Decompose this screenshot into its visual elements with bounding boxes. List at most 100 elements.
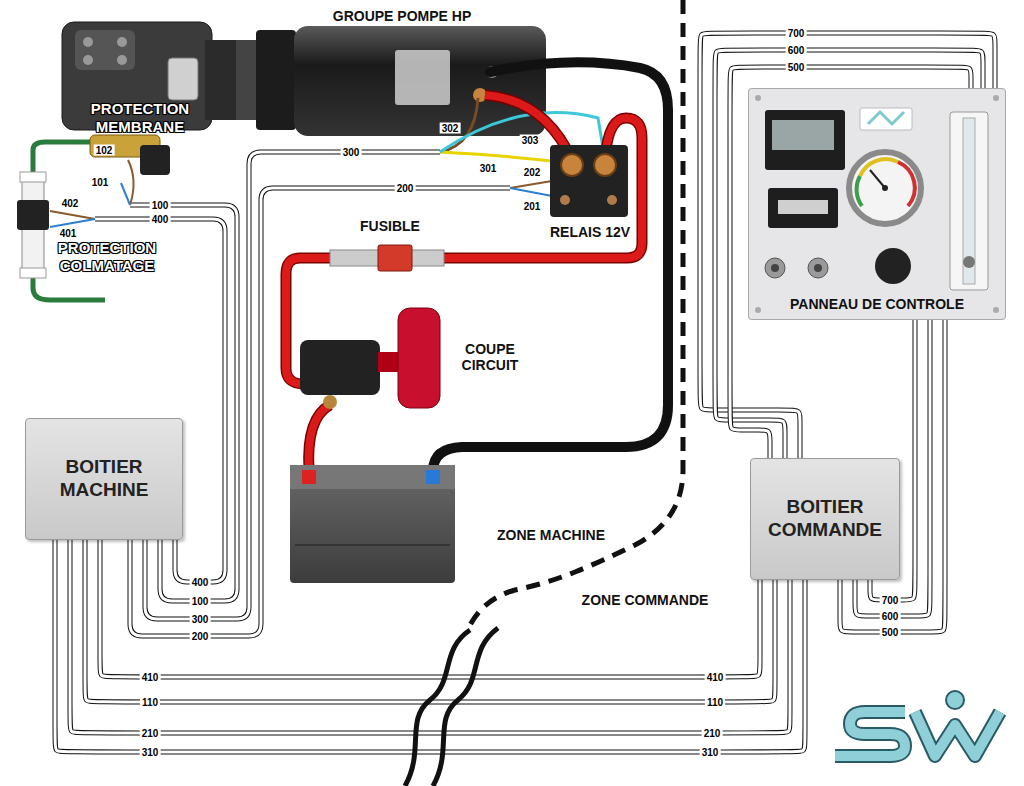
control-panel-face (857, 176, 862, 206)
control-panel-face (772, 120, 834, 150)
control-panel-face (993, 307, 999, 313)
relay-symbol (550, 145, 628, 217)
control-panel-face (755, 307, 761, 313)
wire-number: 700 (786, 28, 807, 39)
positive-cable (309, 405, 330, 470)
cable-outline (55, 540, 805, 752)
signal-wire (440, 152, 560, 162)
cable-connector (70, 540, 790, 733)
cable-core (70, 540, 790, 733)
node-label: PANNEAU DE CONTROLE (790, 296, 964, 313)
pump-head (205, 40, 240, 120)
part-label: ZONE COMMANDE (582, 592, 709, 608)
wire-number: 600 (880, 611, 901, 622)
negative-cable (433, 62, 668, 470)
control-panel-face (875, 248, 911, 284)
wire-number: 210 (702, 728, 723, 739)
part-label: FUSIBLE (360, 218, 420, 234)
part-label: PROTECTION COLMATAGE (51, 239, 163, 275)
wire-number: 600 (786, 45, 807, 56)
pump-head (75, 30, 135, 70)
wire-number: 410 (140, 672, 161, 683)
wire-number: 700 (880, 595, 901, 606)
control-panel-face (870, 170, 885, 188)
signal-wire (50, 211, 95, 219)
battery (302, 470, 316, 484)
signal-wire (50, 98, 603, 227)
wire-number: 410 (705, 672, 726, 683)
part-label: PROTECTION MEMBRANE (84, 100, 196, 136)
control-panel-face (765, 258, 785, 278)
brand-logo (835, 691, 1000, 756)
fuse-symbol (410, 250, 444, 266)
cable-outline (730, 67, 971, 458)
wire-number: 402 (60, 198, 81, 209)
pump-head (83, 55, 93, 65)
control-panel-face (778, 200, 828, 214)
pump-head (168, 58, 198, 100)
relay-symbol (561, 154, 583, 176)
cable-connector (55, 540, 805, 752)
signal-wire (510, 181, 552, 188)
wire-number: 110 (140, 697, 160, 708)
cable-break (405, 630, 470, 786)
cable-core (730, 67, 971, 458)
pump-head (83, 37, 93, 47)
control-panel-face (882, 185, 888, 191)
clog-sensor (20, 172, 46, 182)
relay-symbol (550, 145, 628, 217)
brand-logo (915, 712, 1000, 756)
cable-break (433, 628, 498, 786)
battery (290, 465, 455, 583)
circuit-breaker (300, 340, 380, 395)
wire-number: 102 (94, 145, 115, 156)
wire-number: 210 (140, 728, 161, 739)
cable-outline (700, 33, 995, 458)
negative-cable (433, 62, 668, 470)
wire-number: 201 (522, 201, 543, 212)
control-panel-face (860, 159, 898, 176)
control-panel-face (993, 95, 999, 101)
battery (290, 465, 455, 489)
clog-sensor (20, 268, 46, 278)
cable-core (55, 540, 805, 752)
clog-sensor (17, 200, 49, 230)
control-panel-face (755, 95, 761, 101)
part-label: RELAIS 12V (550, 224, 630, 240)
relay-symbol (594, 154, 616, 176)
control-panel-face (868, 112, 904, 124)
relay-symbol (560, 195, 570, 205)
wire-number: 303 (520, 135, 541, 146)
control-panel-face (963, 256, 975, 268)
brand-logo (835, 712, 905, 756)
circuit-breaker (398, 308, 440, 408)
wire-number: 100 (150, 200, 171, 211)
cable-outline (85, 540, 775, 702)
battery (295, 544, 450, 546)
wire-number: 500 (880, 627, 901, 638)
wire-number: 301 (478, 163, 499, 174)
brand-logo (915, 712, 1000, 756)
pump-head (140, 145, 170, 175)
control-panel-face (768, 188, 838, 228)
part-label: ZONE MACHINE (497, 527, 605, 543)
wire-number: 110 (705, 697, 725, 708)
control-panel-face (808, 258, 828, 278)
control-panel-face (771, 264, 779, 272)
cable-outline (100, 540, 760, 677)
signal-wire (440, 98, 478, 152)
membrane-hose (33, 278, 105, 300)
wire-number: 302 (440, 123, 461, 134)
control-panel-face (814, 264, 822, 272)
cable-core (100, 540, 760, 677)
control-panel: PANNEAU DE CONTROLE (748, 88, 1006, 320)
circuit-breaker (323, 395, 337, 409)
control-panel-face (898, 162, 915, 206)
pump-head (62, 22, 240, 175)
positive-cable (286, 95, 642, 470)
control-panel-face (963, 118, 975, 284)
